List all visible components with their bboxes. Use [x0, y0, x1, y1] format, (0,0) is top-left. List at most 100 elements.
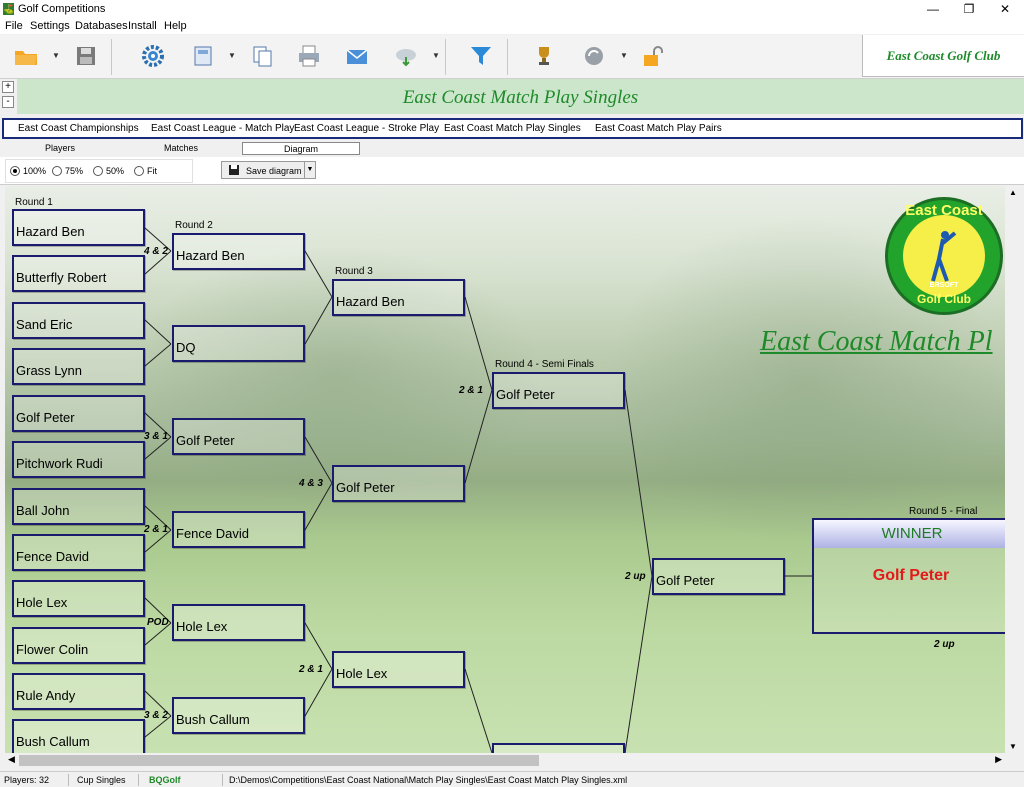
tab-east-coast-championships[interactable]: East Coast Championships [18, 123, 139, 134]
bracket-diagram: East Coast BRSOFT Golf Club East Coast M… [5, 186, 1005, 753]
status-brand: BQGolf [149, 775, 181, 785]
r1-match-box[interactable]: Pitchwork Rudi [12, 441, 145, 478]
window-title: Golf Competitions [18, 3, 106, 15]
r1-match-box[interactable]: Rule Andy [12, 673, 145, 710]
refresh-icon[interactable] [581, 43, 607, 69]
open-dropdown-icon[interactable]: ▼ [52, 51, 60, 60]
cloud-dropdown-icon[interactable]: ▼ [432, 51, 440, 60]
title-bar: ⛳ Golf Competitions — ❐ ✕ [0, 0, 1024, 18]
r5-match-box[interactable]: Golf Peter [652, 558, 785, 595]
minimize-button[interactable]: — [927, 2, 939, 16]
r2-match-box[interactable]: Hazard Ben [172, 233, 305, 270]
scroll-up-icon[interactable]: ▲ [1009, 188, 1017, 197]
open-folder-icon[interactable] [13, 43, 39, 69]
zoom-100-radio[interactable] [10, 166, 20, 176]
r3-match-box[interactable]: Golf Peter [332, 465, 465, 502]
tab-league-stroke-play[interactable]: East Coast League - Stroke Play [294, 123, 440, 134]
close-button[interactable]: ✕ [999, 2, 1011, 16]
logo-inner [903, 215, 985, 297]
r1-match-box[interactable]: Hazard Ben [12, 209, 145, 246]
r2-match-box[interactable]: DQ [172, 325, 305, 362]
menu-databases[interactable]: Databases [75, 20, 128, 32]
r4-score: 2 & 1 [459, 385, 483, 396]
menu-settings[interactable]: Settings [30, 20, 70, 32]
zoom-100-label: 100% [23, 166, 47, 176]
tab-players[interactable]: Players [44, 143, 75, 153]
round-2-label: Round 2 [175, 220, 213, 231]
scroll-down-icon[interactable]: ▼ [1009, 742, 1017, 751]
save-dropdown-icon[interactable]: ▼ [304, 162, 315, 178]
calc-dropdown-icon[interactable]: ▼ [228, 51, 236, 60]
golfer-icon [931, 231, 957, 282]
r2-match-box[interactable]: Hole Lex [172, 604, 305, 641]
r4-match-box[interactable] [492, 743, 625, 753]
horizontal-scroll-thumb[interactable] [19, 755, 539, 766]
menu-help[interactable]: Help [164, 20, 187, 32]
r4-match-box[interactable]: Golf Peter [492, 372, 625, 409]
competition-tabs: East Coast Championships East Coast Leag… [2, 118, 1023, 139]
r3-match-box[interactable]: Hole Lex [332, 651, 465, 688]
print-icon[interactable] [296, 43, 322, 69]
club-name-panel: East Coast Golf Club [862, 35, 1024, 77]
r1-match-box[interactable]: Bush Callum [12, 719, 145, 753]
menu-install[interactable]: Install [128, 20, 157, 32]
r2-score: 2 & 1 [144, 524, 168, 535]
horizontal-scrollbar[interactable]: ◀ ▶ [5, 753, 1005, 768]
zoom-toolbar: 100% 75% 50% Fit Save diagram ▼ [0, 157, 1024, 185]
scroll-left-icon[interactable]: ◀ [8, 754, 15, 764]
r1-match-box[interactable]: Hole Lex [12, 580, 145, 617]
r1-match-box[interactable]: Grass Lynn [12, 348, 145, 385]
email-icon[interactable] [344, 43, 370, 69]
app-icon: ⛳ [3, 3, 15, 15]
copy-icon[interactable] [249, 43, 275, 69]
scroll-right-icon[interactable]: ▶ [995, 754, 1002, 764]
refresh-dropdown-icon[interactable]: ▼ [620, 51, 628, 60]
r2-score: 4 & 2 [144, 246, 168, 257]
zoom-fit-radio[interactable] [134, 166, 144, 176]
save-diagram-button[interactable]: Save diagram ▼ [221, 161, 316, 179]
zoom-75-radio[interactable] [52, 166, 62, 176]
r2-match-box[interactable]: Bush Callum [172, 697, 305, 734]
status-type: Cup Singles [77, 775, 126, 785]
tab-league-match-play[interactable]: East Coast League - Match Play [151, 123, 295, 134]
tab-diagram[interactable]: Diagram [242, 142, 360, 155]
tab-match-play-singles[interactable]: East Coast Match Play Singles [444, 123, 581, 134]
r1-match-box[interactable]: Fence David [12, 534, 145, 571]
r2-score: 3 & 1 [144, 431, 168, 442]
r2-match-box[interactable]: Golf Peter [172, 418, 305, 455]
r2-match-box[interactable]: Fence David [172, 511, 305, 548]
trophy-icon[interactable] [531, 43, 557, 69]
expand-button[interactable]: + [2, 81, 14, 93]
r1-match-box[interactable]: Sand Eric [12, 302, 145, 339]
r1-match-box[interactable]: Butterfly Robert [12, 255, 145, 292]
r3-match-box[interactable]: Hazard Ben [332, 279, 465, 316]
diagram-title: East Coast Match Pl [760, 326, 993, 357]
r1-match-box[interactable]: Flower Colin [12, 627, 145, 664]
vertical-scrollbar[interactable]: ▲ ▼ [1005, 186, 1022, 753]
background-trees [125, 246, 545, 506]
winner-name: Golf Peter [872, 567, 950, 584]
filter-icon[interactable] [468, 43, 494, 69]
cloud-icon[interactable] [393, 43, 419, 69]
status-bar: Players: 32 Cup Singles BQGolf D:\Demos\… [0, 771, 1024, 787]
tab-match-play-pairs[interactable]: East Coast Match Play Pairs [595, 123, 722, 134]
bracket-lines [144, 227, 812, 753]
tab-matches[interactable]: Matches [163, 143, 198, 153]
r2-score: POD [147, 617, 169, 628]
winner-box: WINNER Golf Peter [812, 518, 1005, 634]
r5-score: 2 up [625, 571, 646, 582]
save-icon[interactable] [73, 43, 99, 69]
r1-match-box[interactable]: Golf Peter [12, 395, 145, 432]
maximize-button[interactable]: ❐ [963, 2, 975, 16]
r1-match-box[interactable]: Ball John [12, 488, 145, 525]
collapse-button[interactable]: - [2, 96, 14, 108]
unlock-icon[interactable] [640, 43, 666, 69]
zoom-50-label: 50% [106, 166, 125, 176]
menu-file[interactable]: File [5, 20, 23, 32]
calculator-icon[interactable] [190, 43, 216, 69]
zoom-50-radio[interactable] [93, 166, 103, 176]
club-name: East Coast Golf Club [886, 48, 1001, 63]
settings-gear-icon[interactable] [140, 43, 166, 69]
round-5-label: Round 5 - Final [909, 506, 978, 517]
logo-top-text: East Coast [905, 202, 983, 219]
